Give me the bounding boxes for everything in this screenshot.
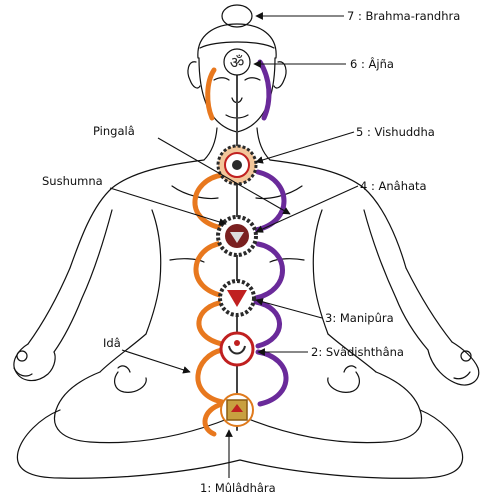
- topknot: [221, 4, 253, 28]
- label-sushumna: Sushumna: [42, 174, 103, 188]
- label-muladhara: 1: Mûlâdhâra: [200, 481, 276, 495]
- label-ajna: 6 : Âjña: [350, 57, 394, 71]
- pingala-channel: [192, 172, 227, 437]
- chakra-ajna: ॐ: [223, 48, 251, 76]
- label-manipura: 3: Manipûra: [325, 311, 394, 325]
- label-brahma-randhra: 7 : Brahma-randhra: [347, 9, 461, 23]
- arrow-ida: [121, 349, 191, 374]
- ida-channel: [253, 169, 289, 407]
- pingala-head: [205, 67, 217, 121]
- arrow-sushumna: [109, 187, 227, 226]
- leader-lines: [109, 12, 359, 478]
- label-vishuddha: 5 : Vishuddha: [356, 125, 435, 139]
- label-anahata: 4 : Anâhata: [360, 179, 427, 193]
- chakra-svadhisthana: [219, 331, 255, 367]
- chakra-muladhara: [220, 393, 254, 427]
- ida-head: [257, 59, 272, 121]
- label-pingala: Pingalâ: [93, 124, 135, 138]
- ajna-symbol: ॐ: [230, 53, 245, 72]
- chakra-manipura: [218, 279, 256, 317]
- chakra-anahata: [216, 215, 258, 257]
- arrow-pingala: [157, 137, 291, 215]
- label-svadhisthana: 2: Svâdishthâna: [311, 345, 404, 359]
- label-ida: Idâ: [103, 336, 121, 350]
- head-outline: [197, 23, 277, 59]
- nadi-channels: [192, 59, 289, 437]
- chakra-vishuddha: [216, 144, 258, 186]
- arrow-anahata: [255, 185, 359, 233]
- arrow-manipura: [255, 298, 323, 319]
- arrow-vishuddha: [255, 131, 355, 164]
